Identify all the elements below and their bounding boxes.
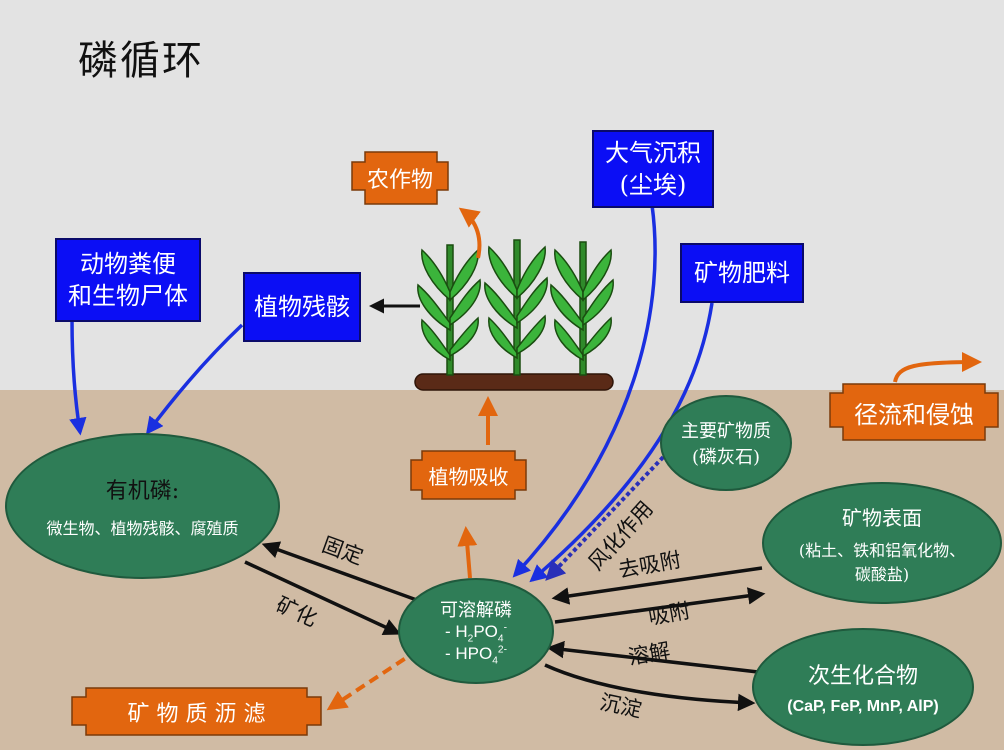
planter-tray [414, 373, 614, 391]
arrow-immobilization [261, 541, 426, 605]
runoff-label-shape [829, 383, 999, 441]
arrow-dissolution [546, 640, 759, 674]
atmospheric-line1: 大气沉积 [605, 138, 701, 167]
plant-residue-label: 植物残骸 [254, 292, 350, 321]
runoff-erosion-label: 径流和侵蚀 [854, 400, 974, 429]
uptake-label-shape [410, 450, 527, 500]
arrow-desorption [551, 566, 763, 605]
leaching-label: 矿 物 质 沥 滤 [127, 701, 266, 727]
soluble-phosphorus-pool: 可溶解磷 - H2PO4- - HPO42- [398, 578, 554, 684]
mineral-fertilizer-box: 矿物肥料 [680, 243, 804, 303]
arrow-atmospheric-to-soluble [512, 204, 657, 578]
arrow-animal-waste-to-organic [69, 319, 87, 436]
arrow-leaching [326, 648, 420, 711]
arrow-weathering [545, 450, 670, 581]
animal-waste-line2: 和生物尸体 [68, 282, 188, 310]
arrow-runoff [893, 352, 982, 383]
arrow-residue-to-organic [145, 323, 244, 435]
organic-pool-desc: 微生物、植物残骸、腐殖质 [46, 519, 239, 538]
soluble-h2po4: - H2PO4- [445, 621, 507, 644]
secondary-compounds-desc: (CaP, FeP, MnP, AlP) [787, 698, 939, 715]
crops-label-shape [351, 151, 449, 205]
mineral-fertilizer-label: 矿物肥料 [694, 258, 790, 287]
soluble-hpo4: - HPO42- [445, 644, 507, 667]
plant-uptake-label: 植物吸收 [428, 464, 509, 489]
organic-pool-title: 有机磷: [105, 479, 180, 504]
primary-mineral-pool: 主要矿物质 (磷灰石) [660, 395, 792, 491]
arrow-soluble-to-uptake [457, 526, 478, 579]
arrow-adsorption [554, 587, 766, 624]
animal-waste-box: 动物粪便 和生物尸体 [55, 238, 201, 322]
arrow-precipitation [544, 663, 756, 712]
animal-waste-line1: 动物粪便 [80, 249, 176, 278]
mineral-surface-line2: 碳酸盐) [854, 564, 910, 584]
arrow-plants-to-crops [458, 207, 482, 259]
mineral-surface-pool: 矿物表面 (粘土、铁和铝氧化物、 碳酸盐) [762, 482, 1002, 604]
leaching-label-shape [71, 687, 322, 736]
secondary-compounds-title: 次生化合物 [807, 664, 918, 689]
arrow-mineralization [244, 560, 402, 636]
secondary-compounds-pool: 次生化合物 (CaP, FeP, MnP, AlP) [752, 628, 974, 746]
page-title: 磷循环 [78, 38, 204, 84]
primary-mineral-line1: 主要矿物质 [681, 421, 771, 442]
organic-phosphorus-pool: 有机磷: 微生物、植物残骸、腐殖质 [5, 433, 280, 579]
soluble-pool-title: 可溶解磷 [440, 599, 512, 621]
primary-mineral-line2: (磷灰石) [691, 447, 761, 468]
mineral-surface-title: 矿物表面 [842, 505, 922, 530]
crops-label: 农作物 [366, 168, 433, 193]
mineral-surface-line1: (粘土、铁和铝氧化物、 [798, 540, 966, 560]
atmospheric-line2: (尘埃) [619, 171, 687, 199]
atmospheric-deposition-box: 大气沉积 (尘埃) [592, 130, 714, 208]
plant-residue-box: 植物残骸 [243, 272, 361, 342]
crop-plants [417, 239, 614, 376]
